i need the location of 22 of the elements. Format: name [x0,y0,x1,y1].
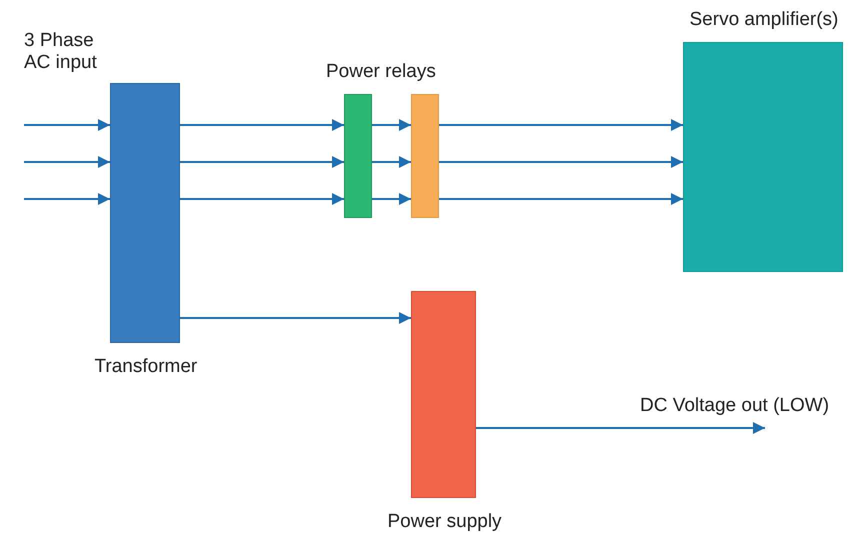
arrow [439,156,683,168]
block-label: Transformer [94,356,198,378]
arrow [180,312,411,324]
arrow [476,422,765,434]
arrow [439,193,683,205]
arrow [24,119,110,131]
arrow [24,193,110,205]
arrow [24,156,110,168]
relay-box [411,94,439,218]
block-label: Servo amplifier(s) [690,9,838,31]
arrow [180,156,344,168]
edge-label: DC Voltage out (LOW) [640,395,830,417]
arrow [372,119,411,131]
block-label: Power supply [388,511,502,533]
label: 3 Phase AC input [24,30,98,74]
arrow [372,156,411,168]
label: Power relays [326,61,436,83]
arrow [439,119,683,131]
relay-box [344,94,372,218]
arrow [180,119,344,131]
arrow [372,193,411,205]
arrow [180,193,344,205]
